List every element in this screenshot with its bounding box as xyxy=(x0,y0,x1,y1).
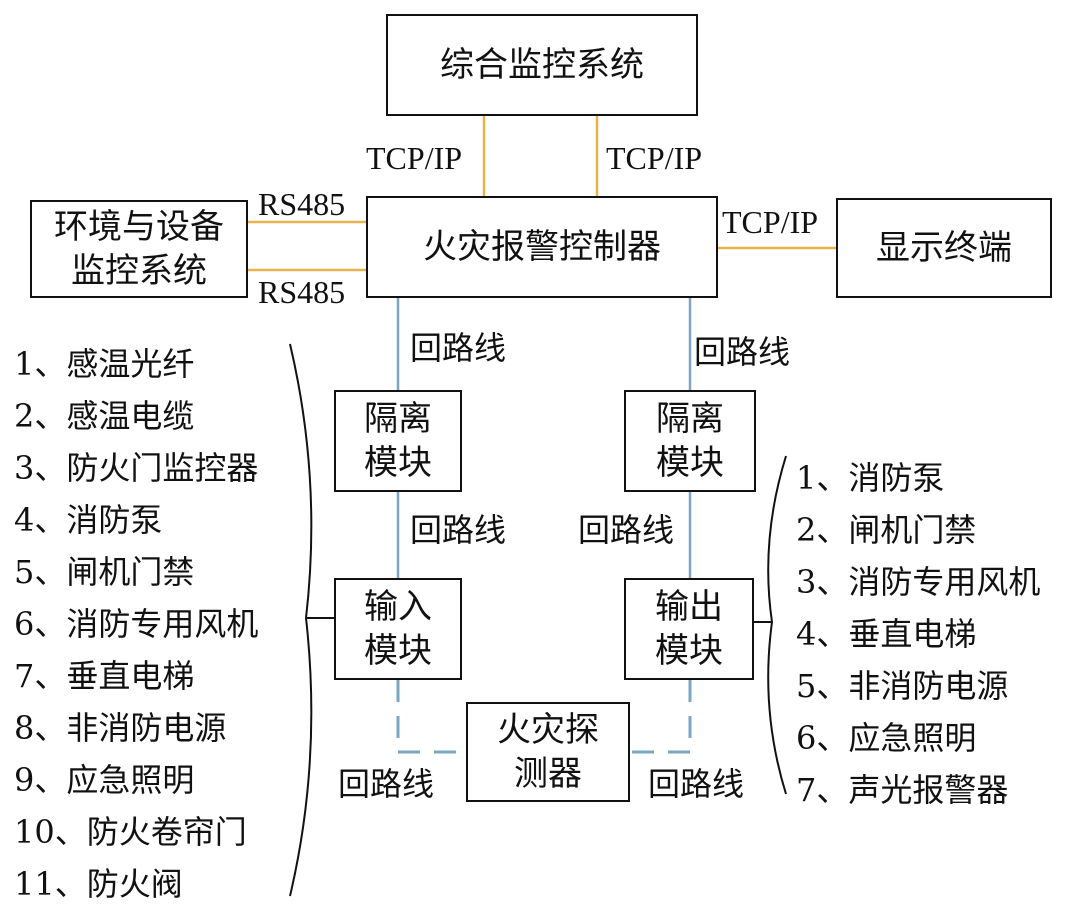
isolation-module-right-line1: 隔离 xyxy=(656,399,724,439)
output-module-box: 输出 模块 xyxy=(624,578,754,680)
input-device-item: 4、消防泵 xyxy=(14,501,163,539)
loop-line-label-6: 回路线 xyxy=(648,765,745,803)
rs485-label-bottom: RS485 xyxy=(258,274,346,310)
fire-detector-box: 火灾探 测器 xyxy=(466,702,630,802)
input-devices-brace xyxy=(289,343,313,897)
output-device-item: 4、垂直电梯 xyxy=(796,615,977,653)
tcp-ip-label-display: TCP/IP xyxy=(722,204,819,240)
loop-line-label-4: 回路线 xyxy=(578,511,675,549)
output-device-item: 2、闸机门禁 xyxy=(796,511,977,549)
display-terminal-label: 显示终端 xyxy=(876,228,1012,268)
output-device-item: 1、消防泵 xyxy=(796,459,945,497)
env-equipment-monitoring-line1: 环境与设备 xyxy=(54,207,224,247)
tcp-ip-label-right: TCP/IP xyxy=(606,140,703,176)
isolation-module-right-line2: 模块 xyxy=(656,443,724,483)
isolation-module-left-line2: 模块 xyxy=(364,443,432,483)
input-device-item: 9、应急照明 xyxy=(14,761,195,799)
fire-detector-line2: 测器 xyxy=(514,754,582,794)
input-devices-list: 1、感温光纤 2、感温电缆 3、防火门监控器 4、消防泵 5、闸机门禁 6、消防专用风机 7… xyxy=(14,338,258,910)
fire-alarm-controller-box: 火灾报警控制器 xyxy=(366,196,718,298)
integrated-monitoring-system-box: 综合监控系统 xyxy=(386,14,698,116)
input-device-item: 11、防火阀 xyxy=(14,865,183,903)
fire-alarm-controller-label: 火灾报警控制器 xyxy=(423,227,661,267)
loop-line-label-1: 回路线 xyxy=(410,329,507,367)
input-device-item: 2、感温电缆 xyxy=(14,397,195,435)
input-device-item: 10、防火卷帘门 xyxy=(14,813,247,851)
loop-line-label-3: 回路线 xyxy=(410,511,507,549)
loop-line-label-2: 回路线 xyxy=(694,333,791,371)
isolation-module-left-box: 隔离 模块 xyxy=(334,390,462,492)
input-module-box: 输入 模块 xyxy=(334,578,462,680)
input-device-item: 6、消防专用风机 xyxy=(14,605,259,643)
input-module-line1: 输入 xyxy=(364,587,432,627)
output-device-item: 7、声光报警器 xyxy=(796,771,1009,809)
output-devices-list: 1、消防泵 2、闸机门禁 3、消防专用风机 4、垂直电梯 5、非消防电源 6、应急照明 7、… xyxy=(796,452,1040,816)
isolation-module-right-box: 隔离 模块 xyxy=(624,390,756,492)
input-device-item: 8、非消防电源 xyxy=(14,709,227,747)
env-equipment-monitoring-box: 环境与设备 监控系统 xyxy=(30,200,248,298)
integrated-monitoring-system-label: 综合监控系统 xyxy=(440,45,644,85)
output-device-item: 5、非消防电源 xyxy=(796,667,1009,705)
input-device-item: 1、感温光纤 xyxy=(14,345,195,383)
output-module-line2: 模块 xyxy=(655,631,723,671)
input-device-item: 3、防火门监控器 xyxy=(14,449,259,487)
rs485-label-top: RS485 xyxy=(258,186,346,222)
isolation-module-left-line1: 隔离 xyxy=(364,399,432,439)
env-equipment-monitoring-line2: 监控系统 xyxy=(71,251,207,291)
tcp-ip-label-left: TCP/IP xyxy=(366,140,463,176)
output-devices-brace xyxy=(767,455,787,795)
output-device-item: 3、消防专用风机 xyxy=(796,563,1041,601)
display-terminal-box: 显示终端 xyxy=(836,198,1052,298)
input-device-item: 7、垂直电梯 xyxy=(14,657,195,695)
loop-input-detector-dashed xyxy=(396,680,466,754)
output-module-line1: 输出 xyxy=(655,587,723,627)
loop-line-label-5: 回路线 xyxy=(338,765,435,803)
loop-output-detector-dashed xyxy=(630,680,692,754)
fire-detector-line1: 火灾探 xyxy=(497,710,599,750)
input-device-item: 5、闸机门禁 xyxy=(14,553,195,591)
input-module-line2: 模块 xyxy=(364,631,432,671)
output-device-item: 6、应急照明 xyxy=(796,719,977,757)
